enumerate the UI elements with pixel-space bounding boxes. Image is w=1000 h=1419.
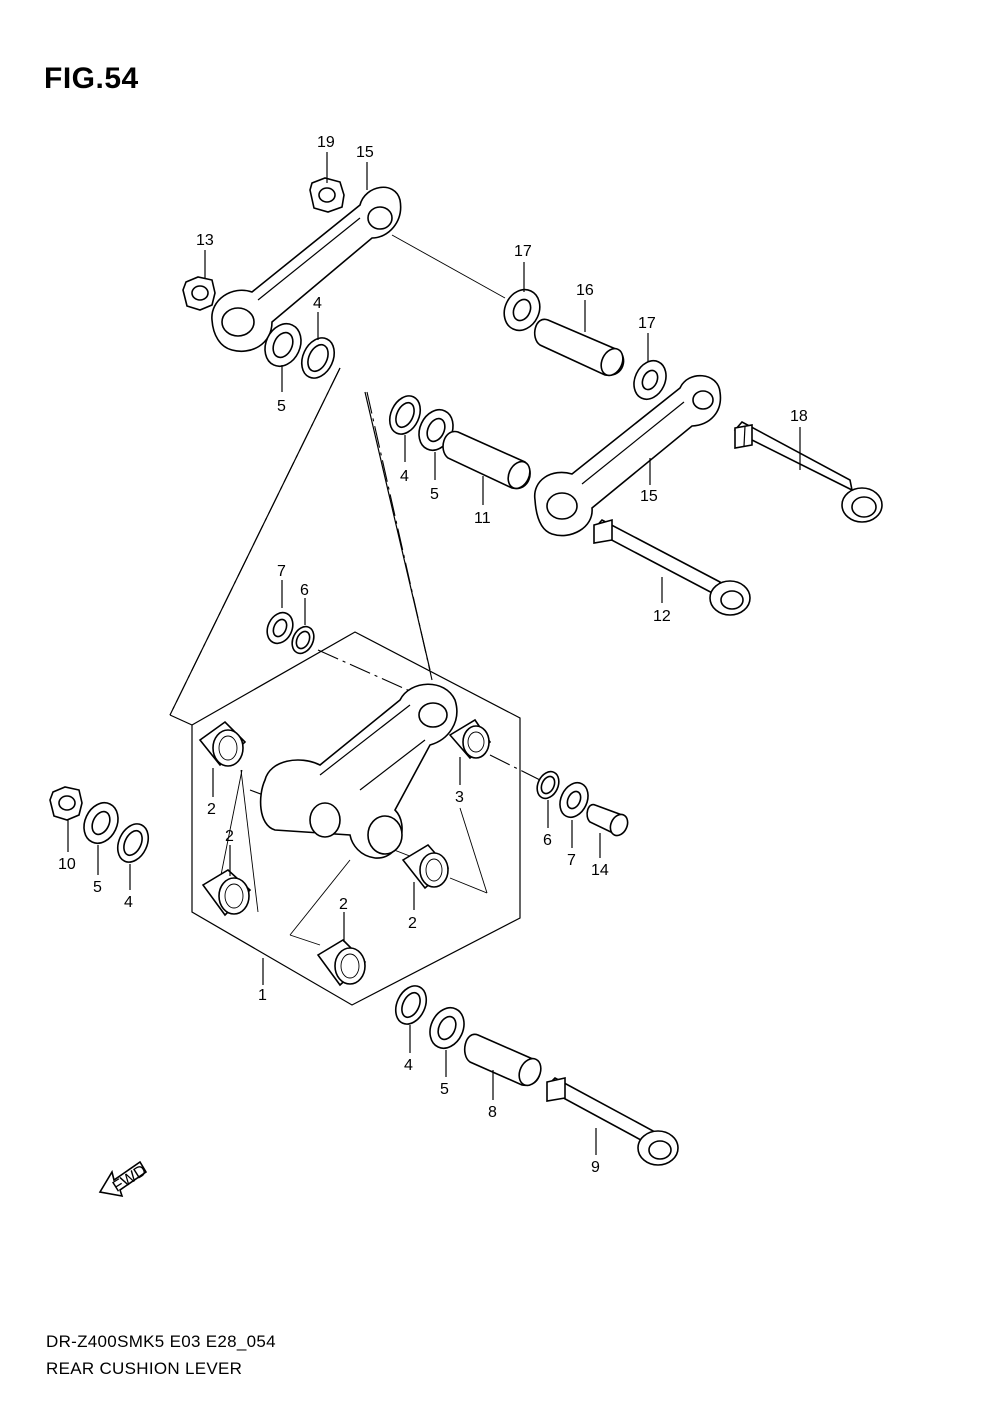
callout-18: 18 xyxy=(790,408,808,425)
callout-4-left: 4 xyxy=(124,894,133,911)
figure-title: FIG.54 xyxy=(44,62,139,95)
washer-7-right xyxy=(559,781,589,819)
center-lines xyxy=(169,234,541,946)
cushion-lever xyxy=(259,683,458,859)
callout-2-d: 2 xyxy=(339,896,348,913)
seal-6-right xyxy=(536,770,560,800)
callout-5-left: 5 xyxy=(93,879,102,896)
callout-17-a: 17 xyxy=(514,243,532,260)
callout-2-e: 2 xyxy=(225,828,234,845)
seal-6-top xyxy=(291,625,315,655)
callout-9: 9 xyxy=(591,1159,600,1176)
callout-5-bottom: 5 xyxy=(440,1081,449,1098)
callout-8: 8 xyxy=(488,1104,497,1121)
washer-17-a xyxy=(503,288,541,332)
leader-lines xyxy=(67,152,801,1155)
callout-15-lower: 15 xyxy=(640,488,658,505)
collar-11 xyxy=(442,430,531,490)
nut-19 xyxy=(309,177,345,213)
collar-14 xyxy=(586,803,629,837)
callout-6-right: 6 xyxy=(543,832,552,849)
link-rod-upper xyxy=(211,186,402,352)
callout-6-top: 6 xyxy=(300,582,309,599)
callout-5-mid: 5 xyxy=(430,486,439,503)
callout-2-a: 2 xyxy=(207,801,216,818)
bearing-2-c xyxy=(401,843,450,890)
washer-17-b xyxy=(633,359,667,401)
link-rod-lower xyxy=(534,374,722,537)
callout-16: 16 xyxy=(576,282,594,299)
callout-5-upper: 5 xyxy=(277,398,286,415)
washer-5-upper xyxy=(264,323,302,367)
fwd-arrow-icon: FWD xyxy=(98,1160,150,1198)
callout-10: 10 xyxy=(58,856,76,873)
washer-5-left xyxy=(83,802,119,844)
callout-13: 13 xyxy=(196,232,214,249)
collar-8 xyxy=(463,1033,542,1087)
bearing-2-a xyxy=(198,720,247,767)
nut-10 xyxy=(49,786,83,821)
callout-4-mid: 4 xyxy=(400,468,409,485)
callout-12: 12 xyxy=(653,608,671,625)
seal-4-left xyxy=(116,823,150,863)
spacer-16 xyxy=(533,318,625,377)
callout-1: 1 xyxy=(258,987,267,1004)
seal-4-mid xyxy=(388,395,422,435)
seal-4-upper xyxy=(300,337,336,379)
callout-11: 11 xyxy=(474,510,491,527)
callout-14: 14 xyxy=(591,862,609,879)
bolt-9 xyxy=(546,1077,679,1166)
nut-13 xyxy=(182,276,216,311)
bearing-2-b xyxy=(201,869,252,917)
callout-4-bottom: 4 xyxy=(404,1057,413,1074)
callout-2-c: 2 xyxy=(408,915,417,932)
bearing-3 xyxy=(448,718,492,760)
seal-4-bottom xyxy=(394,985,428,1025)
callout-17-b: 17 xyxy=(638,315,656,332)
model-code: DR-Z400SMK5 E03 E28_054 xyxy=(46,1332,276,1351)
assembly-name: REAR CUSHION LEVER xyxy=(46,1359,243,1378)
bolt-12 xyxy=(593,518,751,616)
callout-7-top: 7 xyxy=(277,563,286,580)
callout-3: 3 xyxy=(455,789,464,806)
callout-labels: 19 15 13 4 5 17 16 17 18 4 5 11 15 12 7 … xyxy=(58,134,808,1176)
fwd-label: FWD xyxy=(110,1162,150,1196)
bearing-2-d xyxy=(316,938,367,987)
callout-19: 19 xyxy=(317,134,335,151)
bolt-18 xyxy=(733,420,883,523)
washer-5-bottom xyxy=(429,1007,465,1049)
callout-7-right: 7 xyxy=(567,852,576,869)
callout-4-upper: 4 xyxy=(313,295,322,312)
callout-15-top: 15 xyxy=(356,144,374,161)
washer-7-top xyxy=(266,611,294,645)
